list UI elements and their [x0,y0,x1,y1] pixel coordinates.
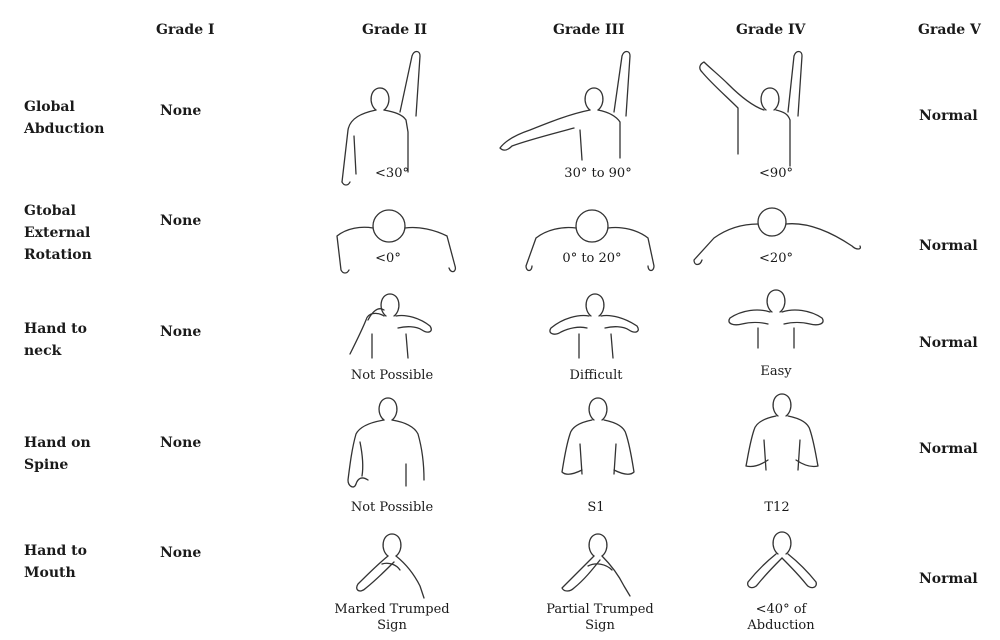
external-rotation-grade2-figure [336,209,457,274]
row-label-external-rotation: Gtobal External Rotation [24,203,92,263]
hand-to-neck-grade2-caption: Not Possible [350,368,434,383]
hand-on-spine-grade4-caption: T12 [764,500,790,515]
grade1-value-hand-to-neck: None [160,324,202,340]
hand-to-mouth-grade3-caption: Partial Trumped Sign [546,602,654,633]
header-grade-5: Grade V [918,22,981,38]
external-rotation-grade4-caption: <20° [759,251,793,266]
grade5-value-hand-to-mouth: Normal [919,571,978,587]
grade5-value-external-rotation: Normal [919,238,978,254]
external-rotation-grade3-caption: 0° to 20° [562,251,622,266]
hand-to-neck-grade4-figure [728,289,824,349]
hand-on-spine-grade4-figure [745,393,819,471]
hand-to-neck-grade4-caption: Easy [760,364,792,379]
hand-to-neck-grade2-figure [349,293,432,359]
abduction-grade4-caption: <90° [759,166,793,181]
grade1-value-global-abduction: None [160,103,202,119]
header-grade-4: Grade IV [736,22,806,38]
external-rotation-grade4-figure [693,207,862,266]
hand-on-spine-grade3-caption: S1 [587,500,605,515]
grade1-value-hand-on-spine: None [160,435,202,451]
hand-on-spine-grade3-figure [561,397,635,475]
header-grade-1: Grade I [156,22,215,38]
hand-to-neck-grade3-figure [549,293,639,359]
abduction-grade3-figure [499,50,631,161]
external-rotation-grade3-figure [525,209,655,272]
row-label-hand-to-neck: Hand to neck [24,321,87,359]
row-label-hand-on-spine: Hand on Spine [24,435,91,473]
grade1-value-hand-to-mouth: None [160,545,202,561]
external-rotation-grade2-caption: <0° [375,251,401,266]
row-label-hand-to-mouth: Hand to Mouth [24,543,87,581]
hand-on-spine-grade2-caption: Not Possible [350,500,434,515]
header-grade-3: Grade III [553,22,625,38]
hand-to-mouth-grade4-caption: <40° of Abduction [747,602,815,633]
abduction-grade2-caption: <30° [375,166,409,181]
hand-to-neck-grade3-caption: Difficult [569,368,623,383]
grade5-value-hand-on-spine: Normal [919,441,978,457]
grade5-value-hand-to-neck: Normal [919,335,978,351]
hand-on-spine-grade2-figure [347,397,425,488]
hand-to-mouth-grade4-figure [747,531,817,589]
hand-to-mouth-grade2-caption: Marked Trumped Sign [334,602,450,633]
hand-to-mouth-grade3-figure [561,533,631,597]
grade1-value-external-rotation: None [160,213,202,229]
grade5-value-global-abduction: Normal [919,108,978,124]
abduction-grade2-figure [341,50,421,186]
header-grade-2: Grade II [362,22,428,38]
abduction-grade4-figure [699,50,803,167]
abduction-grade3-caption: 30° to 90° [564,166,632,181]
hand-to-mouth-grade2-figure [356,533,425,599]
row-label-global-abduction: Global Abduction [24,99,105,137]
